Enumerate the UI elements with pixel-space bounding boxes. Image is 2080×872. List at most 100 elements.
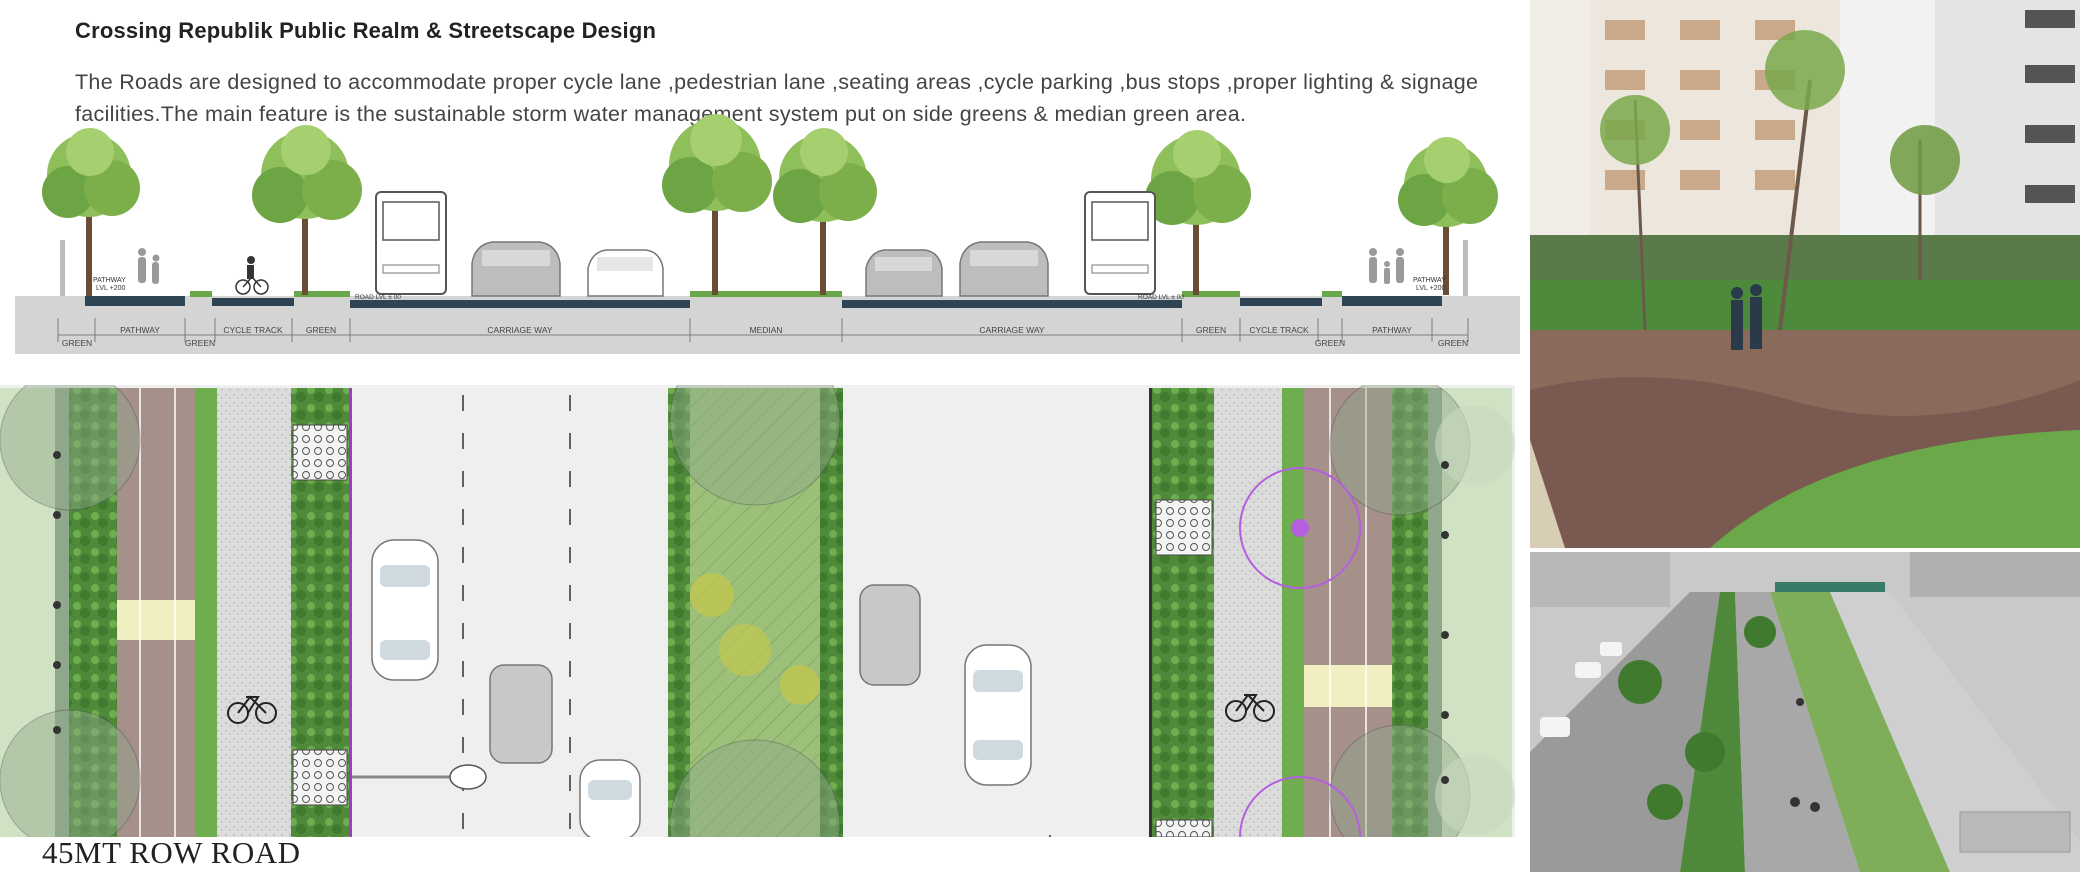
photo-aerial-buildings bbox=[1910, 552, 2080, 597]
plan-tree-canopy bbox=[0, 385, 141, 511]
photo-aerial-right-road bbox=[1735, 592, 1860, 872]
plan-right-edge-strip bbox=[1428, 388, 1442, 837]
plan-left-curb-line bbox=[349, 388, 352, 837]
plan-small-vehicle bbox=[489, 664, 553, 764]
plan-right-bicycle-icon bbox=[1225, 693, 1275, 722]
plan-right-grate bbox=[1155, 499, 1213, 556]
section-bus-left bbox=[375, 191, 447, 295]
section-grass bbox=[1182, 291, 1240, 297]
section-lamp-post bbox=[1463, 240, 1468, 296]
plan-right-curb-line bbox=[1149, 388, 1152, 837]
photo-aerial-cyclists bbox=[1790, 698, 1820, 812]
plan-car bbox=[371, 539, 439, 681]
section-cyclist bbox=[235, 256, 269, 295]
plan-right-grate bbox=[1155, 819, 1213, 837]
plan-right-bench-area bbox=[1304, 665, 1392, 707]
zone-label: GREEN bbox=[1196, 325, 1226, 335]
section-tree bbox=[1398, 137, 1498, 295]
photo-hedge bbox=[1530, 235, 2080, 285]
photo-tree bbox=[1890, 125, 1960, 280]
section-tree bbox=[252, 125, 362, 295]
project-description: The Roads are designed to accommodate pr… bbox=[75, 70, 1479, 126]
zone-label: GREEN bbox=[62, 338, 92, 348]
plan-median-shrub bbox=[690, 573, 734, 617]
plan-left-green-strip bbox=[195, 388, 217, 837]
zone-label: GREEN bbox=[306, 325, 336, 335]
page-title: Crossing Republik Public Realm & Streets… bbox=[75, 18, 657, 43]
plan-car bbox=[964, 644, 1032, 786]
zone-label: GREEN bbox=[1315, 338, 1345, 348]
plan-pathway-grid bbox=[139, 388, 1367, 837]
photo-aerial-cars bbox=[1540, 642, 1622, 737]
plan-right-cycle-track bbox=[1214, 388, 1282, 837]
photo-aerial-buildings bbox=[1530, 552, 1670, 607]
photo-streetscape-planting bbox=[1530, 0, 2080, 548]
section-road-level-label: ROAD LVL ± 00 bbox=[1138, 294, 1184, 301]
section-pedestrians-right bbox=[1369, 248, 1404, 284]
plan-tree-canopy bbox=[0, 709, 141, 837]
zone-label: CYCLE TRACK bbox=[1249, 325, 1309, 335]
section-grass bbox=[1322, 291, 1342, 297]
plan-left-grate bbox=[292, 424, 348, 481]
photo-aerial-paving bbox=[1959, 811, 2071, 853]
plan-row-label: 45MT ROW ROAD bbox=[42, 835, 301, 870]
plan-left-hedge bbox=[69, 388, 117, 837]
zone-label: CARRIAGE WAY bbox=[979, 325, 1045, 335]
zone-label: CYCLE TRACK bbox=[223, 325, 283, 335]
section-pedestrians bbox=[138, 248, 160, 284]
photo-shrubs bbox=[1530, 280, 2080, 330]
section-car bbox=[471, 241, 561, 297]
plan-right-hedge bbox=[1392, 388, 1428, 837]
photo-curb bbox=[1530, 440, 1565, 548]
section-car bbox=[865, 249, 943, 297]
section-grass bbox=[294, 291, 350, 297]
section-tree bbox=[662, 114, 772, 295]
section-right-pathway-slab bbox=[1342, 296, 1442, 306]
zone-label: GREEN bbox=[185, 338, 215, 348]
section-right-cycle-slab bbox=[1240, 298, 1322, 306]
section-grass bbox=[190, 291, 212, 297]
plan-lamp-light-radius bbox=[1239, 467, 1361, 589]
plan-small-vehicle bbox=[859, 584, 921, 686]
zone-label: MEDIAN bbox=[749, 325, 782, 335]
section-median-grass bbox=[690, 291, 842, 297]
plan-tree-canopy bbox=[1435, 755, 1515, 835]
photo-tree bbox=[1765, 30, 1845, 331]
section-right-carriageway bbox=[842, 300, 1182, 308]
plan-street-lamp bbox=[352, 764, 487, 790]
photo-aerial-right-green bbox=[1770, 592, 1950, 872]
plan-right-green-strip bbox=[1282, 388, 1304, 837]
plan-left-cycle-track bbox=[217, 388, 291, 837]
photo-building-balconies bbox=[1605, 20, 1795, 190]
zone-label: PATHWAY bbox=[120, 325, 160, 335]
plan-left-verge bbox=[0, 388, 55, 837]
section-road-level-label: ROAD LVL ± 00 bbox=[355, 294, 401, 301]
plan-left-bench-area bbox=[117, 600, 195, 640]
zone-label: GREEN bbox=[1438, 338, 1468, 348]
plan-right-planter bbox=[1152, 388, 1214, 837]
plan-tree-canopy bbox=[1435, 405, 1515, 485]
plan-median-shrub bbox=[719, 624, 771, 676]
plan-lamp-light-radius bbox=[1239, 776, 1361, 837]
section-tree bbox=[1145, 130, 1251, 295]
photo-building-windows bbox=[2025, 10, 2075, 203]
plan-left-bicycle-icon bbox=[227, 695, 277, 724]
section-left-pathway-slab bbox=[85, 296, 185, 306]
photo-aerial-gantry-sign bbox=[1775, 582, 1885, 592]
section-car bbox=[587, 249, 664, 297]
section-left-carriageway bbox=[350, 300, 690, 308]
plan-right-pathway bbox=[1304, 388, 1392, 837]
plan-left-grate bbox=[292, 749, 348, 806]
photo-aerial-median bbox=[1680, 592, 1745, 872]
section-dimension-ticks bbox=[57, 318, 1469, 342]
plan-median-tree-canopy bbox=[669, 739, 841, 837]
zone-label: CARRIAGE WAY bbox=[487, 325, 553, 335]
photo-green-grass bbox=[1710, 430, 2080, 548]
photo-pedestrians bbox=[1731, 284, 1762, 350]
photo-aerial-palms bbox=[1618, 616, 1776, 820]
plan-left-edge-strip bbox=[55, 388, 69, 837]
photo-tree bbox=[1600, 95, 1670, 331]
